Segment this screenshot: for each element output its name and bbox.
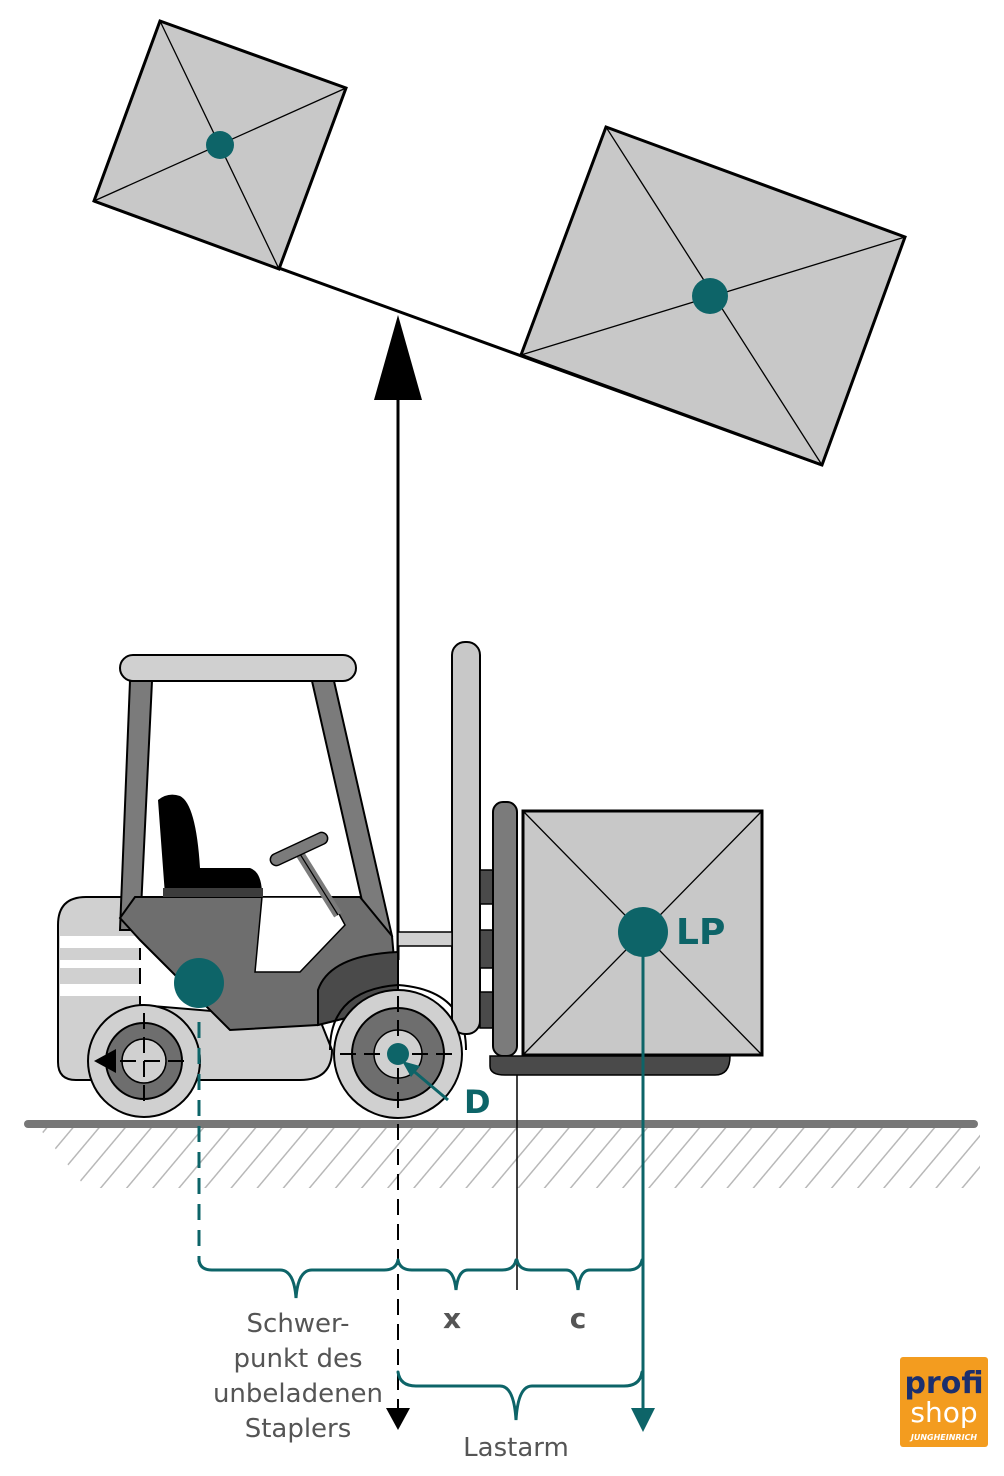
fulcrum-arrow — [374, 315, 422, 960]
ground — [24, 1120, 980, 1188]
logo-brand: JUNGHEINRICH — [909, 1433, 978, 1442]
pivot-down-arrowhead — [386, 1408, 410, 1430]
forklift — [57, 641, 731, 1119]
cog-label-line-1: Schwer- — [247, 1309, 350, 1339]
logo-line-1: profi — [904, 1366, 983, 1401]
brace-c — [515, 1258, 644, 1291]
pivot-point-dot — [387, 1043, 409, 1065]
profishop-logo: profi shop JUNGHEINRICH — [900, 1357, 988, 1447]
pivot-pointer-arrow — [402, 1061, 449, 1102]
front-wheel — [333, 989, 463, 1119]
brace-cog — [197, 1258, 400, 1299]
brace-x — [396, 1258, 518, 1291]
dimension-c-label: c — [570, 1302, 587, 1335]
brace-load-arm — [396, 1370, 644, 1421]
small-box-center-dot — [206, 131, 234, 159]
large-load-box — [519, 125, 907, 467]
truck-center-of-gravity-dot — [174, 958, 224, 1008]
cog-label-line-2: punkt des — [233, 1344, 362, 1374]
small-counterweight-box — [92, 19, 348, 271]
large-box-center-dot — [692, 278, 728, 314]
load-point-label: LP — [676, 912, 725, 953]
load-arm-label: Lastarm — [463, 1433, 569, 1463]
dimension-x-label: x — [443, 1302, 461, 1335]
rear-wheel — [87, 1004, 201, 1118]
logo-line-2: shop — [910, 1396, 977, 1429]
load-force-arrow — [631, 955, 655, 1432]
pivot-label: D — [464, 1083, 491, 1121]
cog-label-line-3: unbeladenen — [213, 1379, 383, 1409]
dimension-braces — [197, 1258, 644, 1421]
cog-label: Schwer- punkt des unbeladenen Staplers — [213, 1309, 383, 1444]
cog-label-line-4: Staplers — [245, 1414, 352, 1444]
load-point-dot — [618, 907, 668, 957]
